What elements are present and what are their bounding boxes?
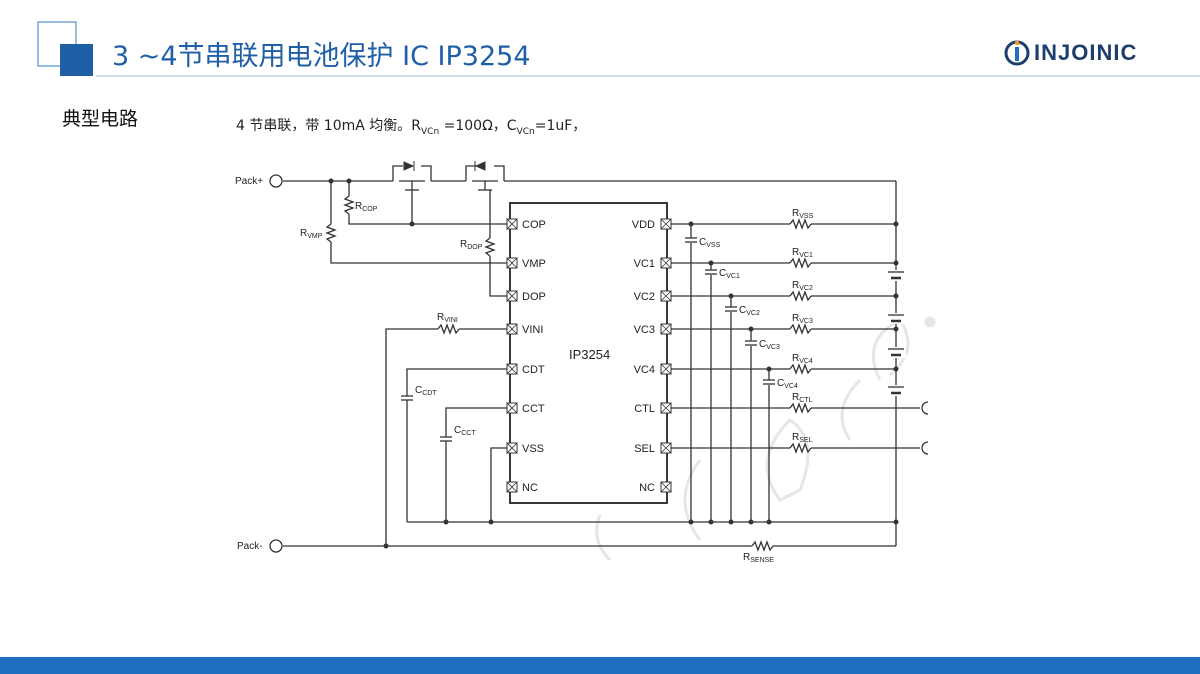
caption-suffix: =1uF， [534,118,587,134]
label-ccdt: CCDT [415,385,437,397]
circuit-caption: 4 节串联，带 10mA 均衡。RVCn =100Ω，CVCn=1uF， [236,115,586,137]
pin-nc-left: NC [522,482,538,494]
pack-plus-terminal-icon [269,174,283,188]
pin-vc1: VC1 [634,258,655,270]
label-rsense: RSENSE [743,552,774,564]
label-rdop: RDOP [460,239,483,251]
label-rsel: RSEL [792,432,813,444]
battery-cell-icon [886,270,906,396]
label-rvc3: RVC3 [792,313,813,325]
label-cvc4: CVC4 [777,378,798,390]
pin-cdt: CDT [522,364,545,376]
label-cvc3: CVC3 [759,339,780,351]
chip-label: IP3254 [569,347,610,362]
label-cvss: CVSS [699,237,721,249]
pin-sel: SEL [634,443,655,455]
label-rcop: RCOP [355,201,378,213]
label-rvss: RVSS [792,208,814,220]
pin-vdd: VDD [632,219,655,231]
label-cvc2: CVC2 [739,305,760,317]
pin-vc3: VC3 [634,324,655,336]
label-cvc1: CVC1 [719,268,740,280]
page-title: 3 ~4节串联用电池保护 IC IP3254 [112,41,531,72]
mosfet-body-diode-icon [403,161,486,171]
label-rvc1: RVC1 [792,247,813,259]
pin-vc4: VC4 [634,364,655,376]
label-rvini: RVINI [437,312,458,324]
pin-ctl: CTL [634,403,655,415]
pin-vc2: VC2 [634,291,655,303]
pack-minus-label: Pack- [237,541,263,552]
label-rvc4: RVC4 [792,353,813,365]
pin-nc-right: NC [639,482,655,494]
logo-text: INJOINIC [1034,40,1138,65]
pin-vss: VSS [522,443,544,455]
pin-vini: VINI [522,324,543,336]
junction-dots [328,178,899,549]
pack-minus-terminal-icon [269,539,283,553]
pin-cct: CCT [522,403,545,415]
pin-cop: COP [522,219,546,231]
caption-prefix: 4 节串联，带 10mA 均衡。R [236,118,422,134]
label-rvc2: RVC2 [792,280,813,292]
chip-body [509,202,668,504]
sel-terminal-icon [921,441,929,455]
caption-mid: =100Ω，C [439,118,517,134]
ctl-terminal-icon [921,401,929,415]
label-ccct: CCCT [454,425,476,437]
title-decoration-icon [37,21,93,76]
company-logo: INJOINIC [1004,38,1137,68]
logo-mark-icon [1004,40,1030,66]
pin-dop: DOP [522,291,546,303]
pin-vmp: VMP [522,258,546,270]
bottom-accent-bar [0,657,1200,674]
label-rctl: RCTL [792,392,813,404]
caption-sub2: VCn [516,126,535,137]
label-rvmp: RVMP [300,228,323,240]
pack-plus-label: Pack+ [235,176,263,187]
caption-sub1: VCn [421,126,440,137]
header-divider [96,75,1200,77]
section-label: 典型电路 [62,108,139,130]
